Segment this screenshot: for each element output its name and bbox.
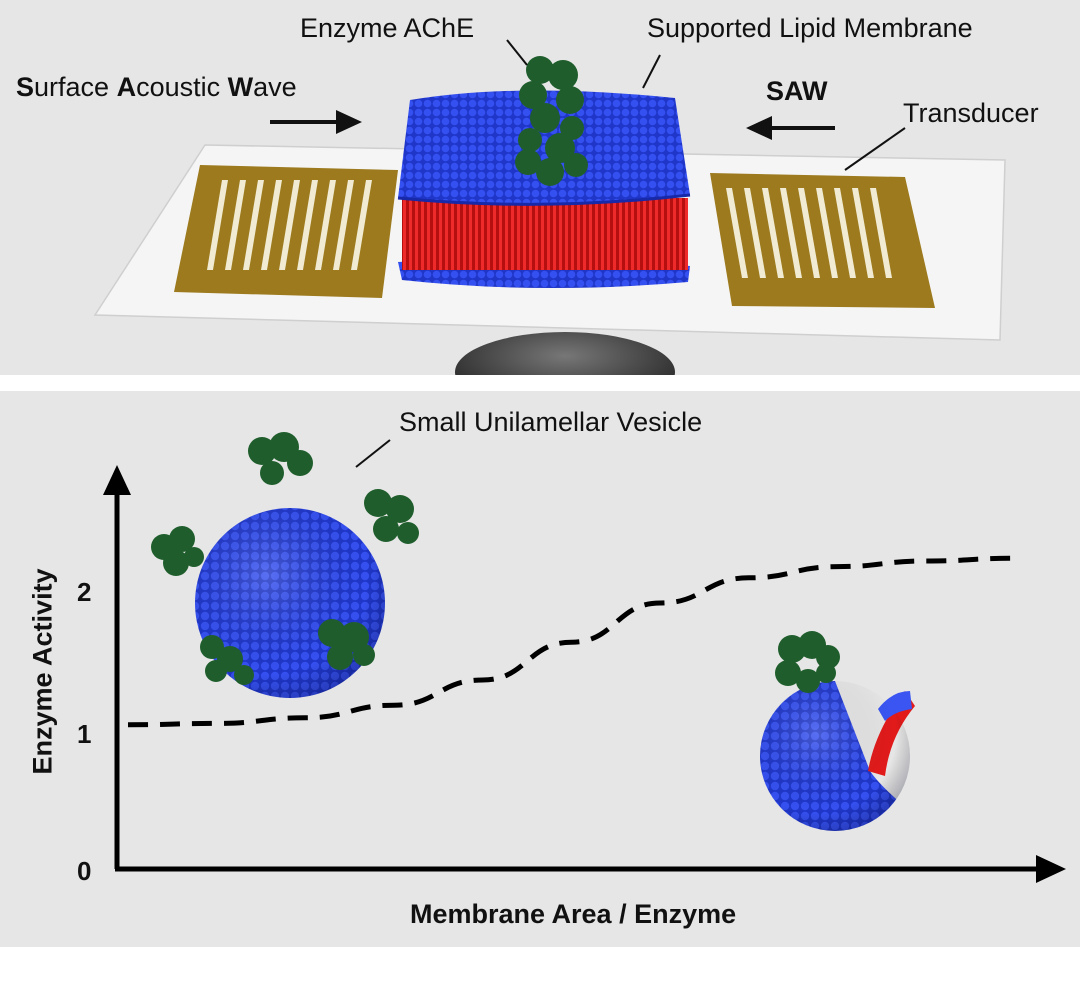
y-tick-label: 1: [77, 719, 92, 749]
vesicle-leader-line: [355, 439, 391, 468]
transducer-leader-line: [844, 127, 906, 171]
transducer-label: Transducer: [903, 98, 1039, 128]
enzyme-cluster: [775, 631, 840, 693]
enzyme-ache-cluster: [515, 56, 588, 186]
arrow-right-icon: [270, 110, 362, 134]
saw-device-illustration: [93, 39, 1006, 375]
device-stand: [455, 332, 675, 375]
vesicle-cutaway: [760, 676, 918, 831]
saw-short-label: SAW: [766, 76, 828, 106]
activity-curve: [127, 555, 1016, 728]
enzyme-activity-panel: Small Unilamellar Vesicle 0 1 2 Membrane…: [0, 391, 1080, 947]
y-tick-label: 0: [77, 856, 92, 886]
arrow-left-icon: [746, 116, 835, 140]
enzyme-activity-chart: [103, 432, 1066, 883]
saw-text-3: ave: [253, 72, 297, 102]
surface-acoustic-wave-label: Surface Acoustic Wave: [16, 74, 297, 101]
enzyme-cluster: [151, 432, 419, 685]
saw-initial-s: S: [16, 72, 35, 102]
right-transducer: [710, 173, 935, 308]
membrane-leader-line: [642, 54, 661, 89]
x-axis-title: Membrane Area / Enzyme: [410, 899, 737, 929]
saw-text-2: coustic: [136, 72, 228, 102]
supported-lipid-membrane: [397, 90, 691, 289]
saw-initial-w: W: [227, 72, 254, 102]
y-axis-title: Enzyme Activity: [27, 568, 58, 775]
saw-device-panel: Surface Acoustic Wave Enzyme AChE Suppor…: [0, 0, 1080, 375]
supported-lipid-membrane-label: Supported Lipid Membrane: [647, 13, 973, 43]
enzyme-leader-line: [506, 39, 528, 66]
left-transducer: [174, 165, 398, 298]
y-axis-arrowhead: [103, 465, 131, 495]
saw-text-1: urface: [34, 72, 117, 102]
y-tick-label: 2: [77, 577, 92, 607]
enzyme-ache-label: Enzyme AChE: [300, 13, 475, 43]
saw-initial-a: A: [116, 72, 137, 102]
vesicle-label: Small Unilamellar Vesicle: [399, 407, 703, 437]
x-axis-arrowhead: [1036, 855, 1066, 883]
